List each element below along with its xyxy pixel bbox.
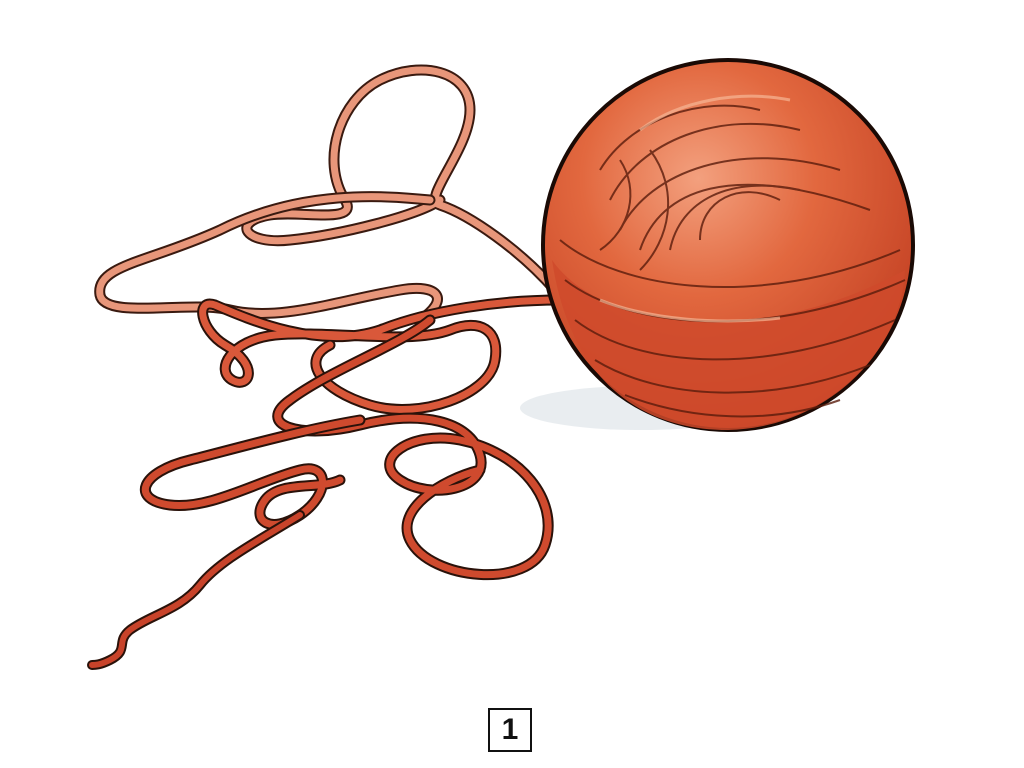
yarn-ball-icon	[541, 58, 915, 432]
loose-yarn-strand	[87, 64, 566, 670]
figure-number-label: 1	[488, 708, 532, 752]
